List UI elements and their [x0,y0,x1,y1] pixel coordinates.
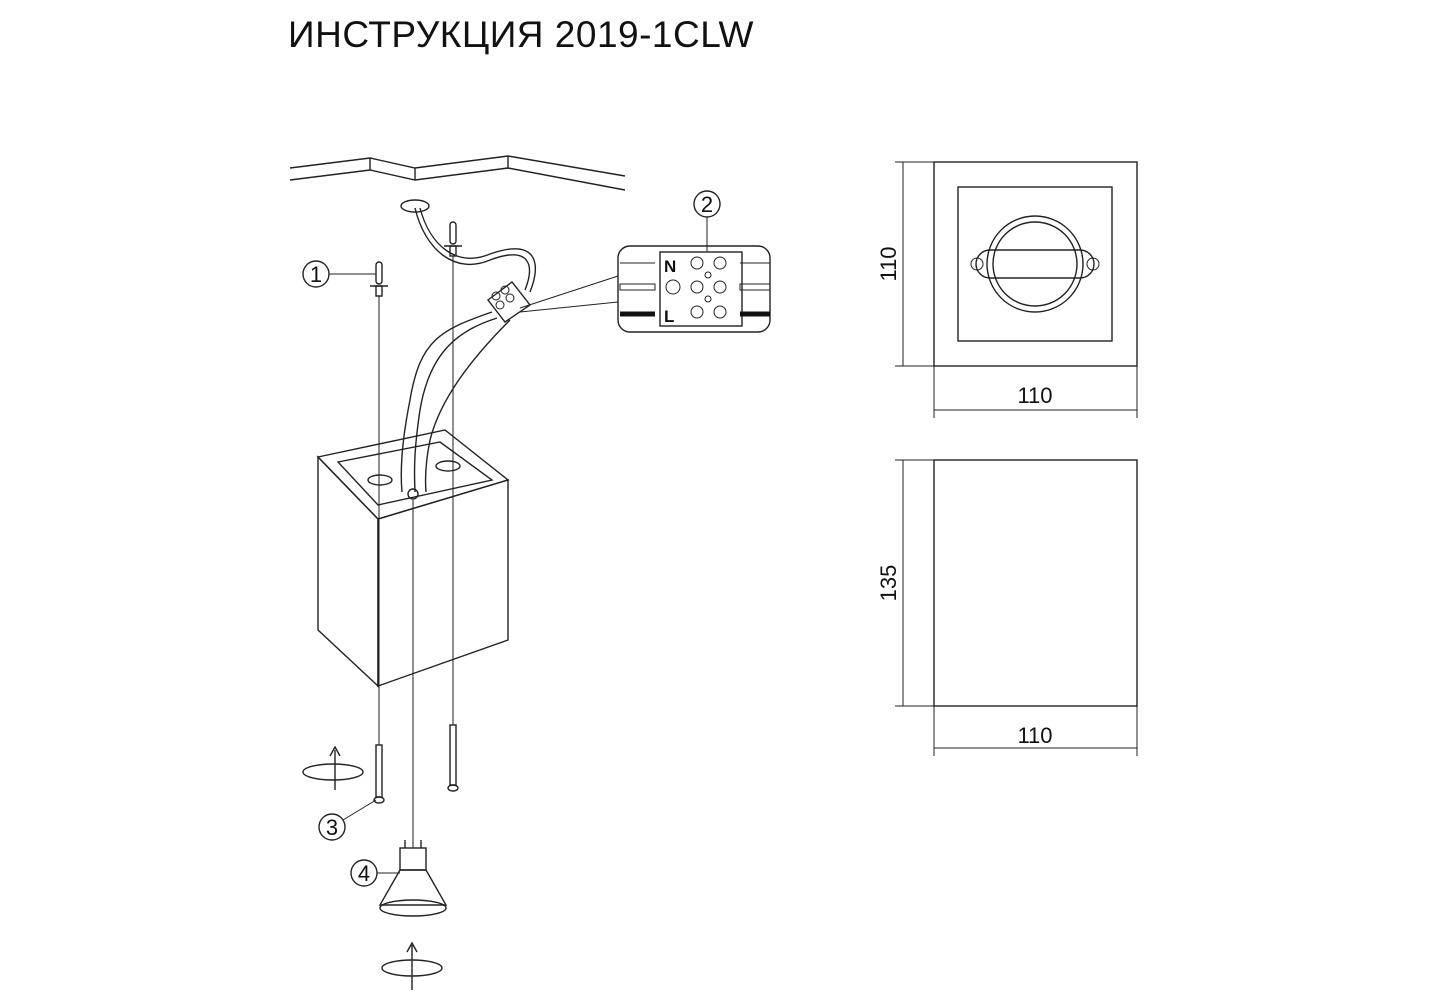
line-label: L [664,307,674,326]
wall-anchor-right [444,221,462,725]
lamp-body [316,429,510,848]
ceiling [289,155,626,213]
callout-2: 2 [693,190,721,252]
screw-right [447,724,459,792]
gu10-bulb [378,840,448,917]
top-view: 110 110 [876,161,1138,418]
callout-3: 3 [318,799,377,841]
terminal-block [487,275,619,323]
neutral-label: N [664,257,676,276]
screw-left [373,744,385,804]
svg-text:4: 4 [358,861,370,886]
dimension-height: 135 [876,565,901,602]
dimension-width: 110 [1017,723,1052,748]
svg-text:3: 3 [326,815,338,840]
svg-text:1: 1 [310,262,322,287]
dimension-width: 110 [1017,383,1052,408]
rotate-arrow-icon [302,745,364,790]
callout-4: 4 [350,859,400,887]
page-title: ИНСТРУКЦИЯ 2019-1CLW [288,14,754,55]
connector-detail: N L [617,245,771,333]
power-cable [414,207,537,293]
rotate-arrow-icon [381,941,443,990]
dimension-height: 110 [876,246,901,281]
callout-1: 1 [302,260,376,288]
side-view: 135 110 [876,459,1138,756]
lamp-wires [400,311,511,493]
svg-text:2: 2 [701,192,713,217]
